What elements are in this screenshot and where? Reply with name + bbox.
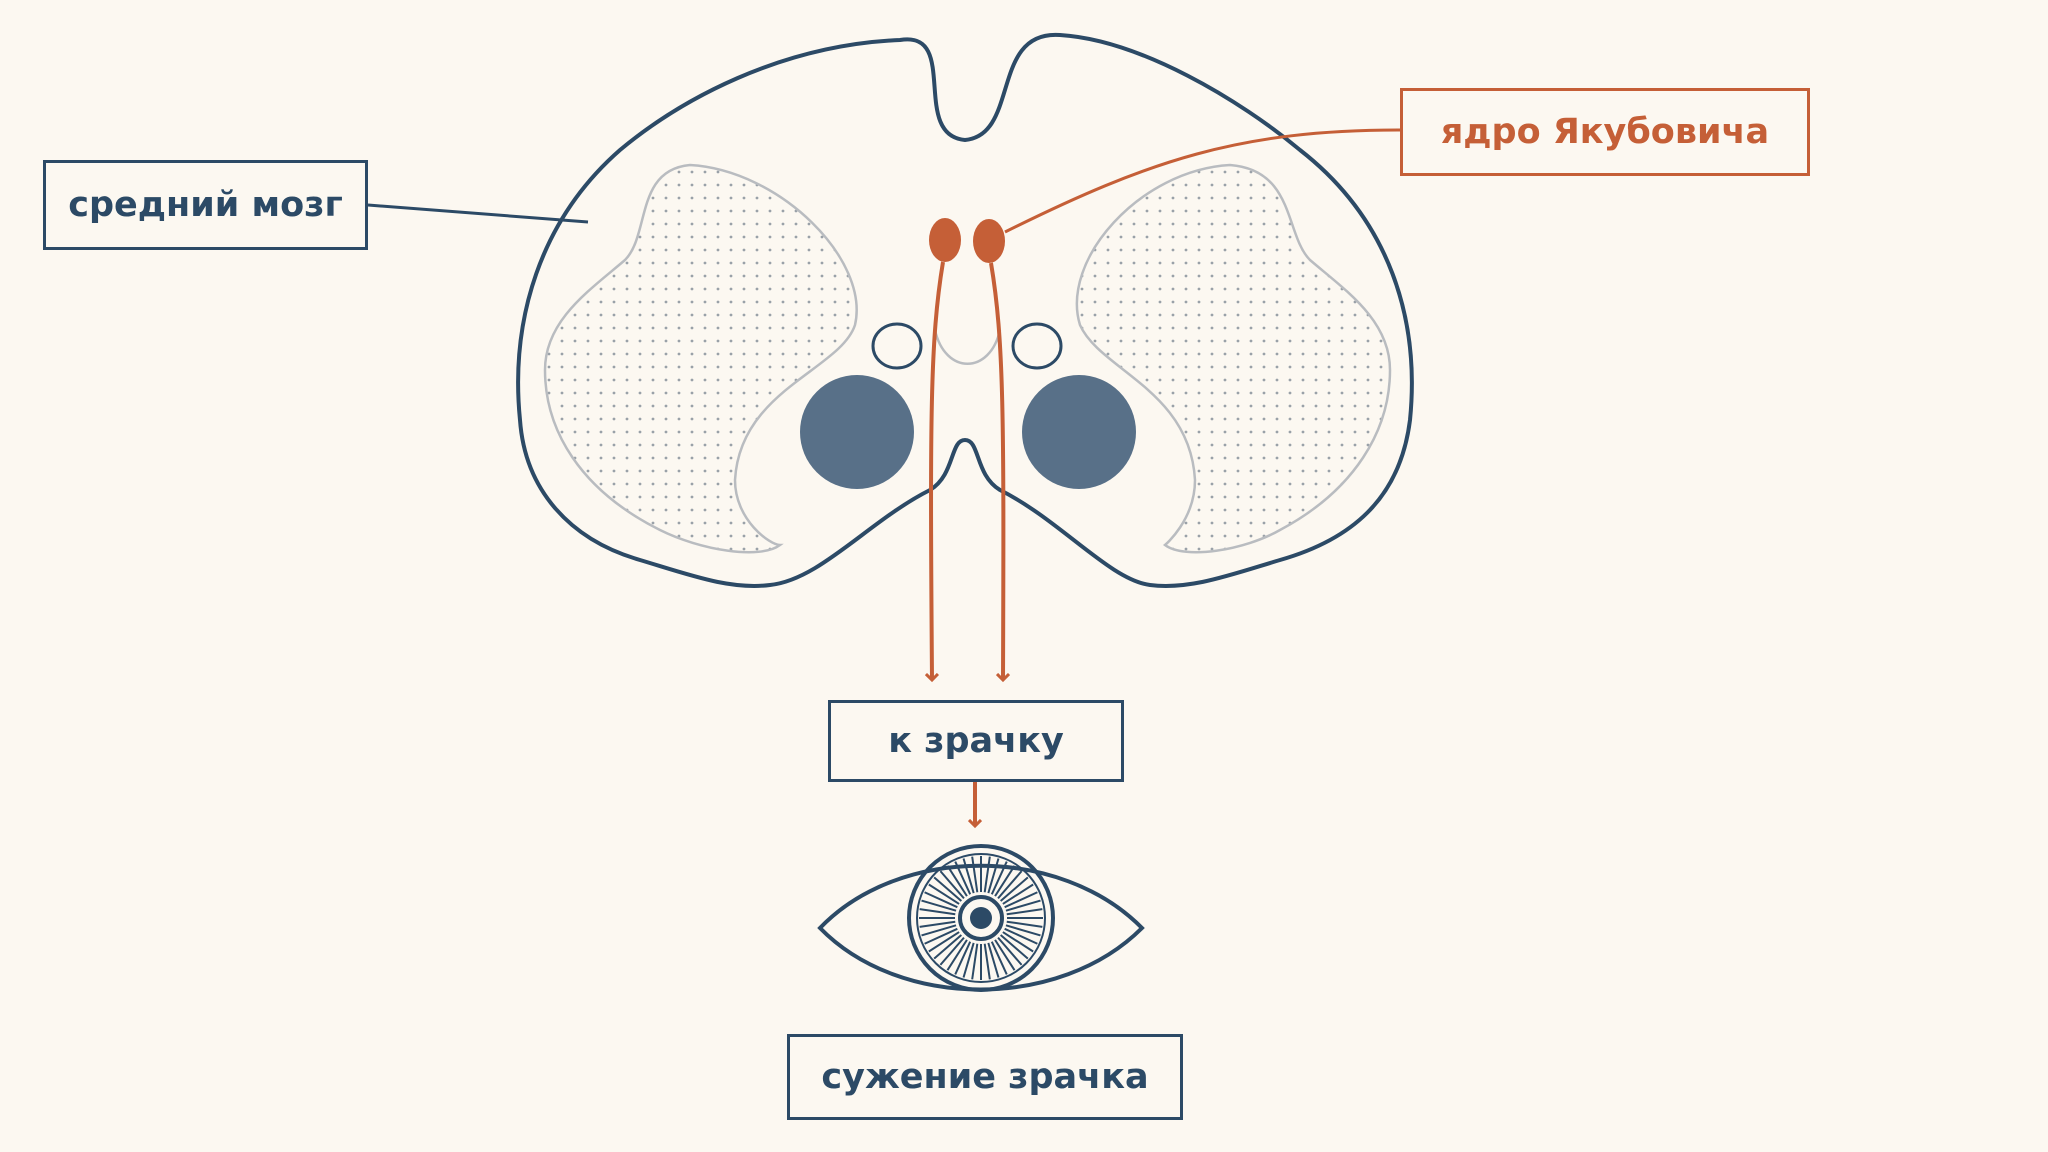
right-small-nucleus	[1011, 322, 1063, 370]
iris-spoke	[954, 941, 972, 975]
iris-spoke	[919, 908, 956, 916]
iris-spoke	[939, 870, 965, 900]
iris-spoke	[987, 858, 1000, 894]
iris-spoke	[983, 856, 991, 893]
iris-spoke	[1005, 924, 1041, 937]
midbrain-leader-line	[367, 203, 589, 224]
iris-spoke	[999, 934, 1029, 960]
pupil-constriction-label: сужение зрачка	[787, 1034, 1183, 1120]
left-small-nucleus	[871, 322, 923, 370]
nucleus-leader-line	[1004, 128, 1401, 234]
midbrain-outline	[516, 32, 1414, 588]
iris-spoke	[921, 899, 957, 912]
aqueduct	[933, 329, 1002, 365]
eye-icon	[817, 844, 1145, 992]
iris-spoke	[1006, 920, 1043, 928]
iris-spoke	[990, 861, 1008, 895]
iris-spoke	[933, 876, 963, 902]
iris-spoke	[971, 856, 979, 893]
iris-spoke	[939, 936, 965, 966]
iris-spoke	[1002, 883, 1034, 905]
right-substantia-region	[1075, 163, 1392, 554]
right-red-nucleus	[1022, 375, 1136, 489]
iris-spoke	[997, 870, 1023, 900]
iris-spoke	[962, 942, 975, 978]
iris-spoke	[983, 943, 991, 980]
iris-spoke	[1002, 931, 1034, 953]
left-red-nucleus	[800, 375, 914, 489]
iris-spoke	[921, 924, 957, 937]
iris-spoke	[946, 939, 968, 971]
yakubovich-nucleus-label: ядро Якубовича	[1400, 88, 1810, 176]
iris-spoke	[954, 861, 972, 895]
iris-spoke	[990, 941, 1008, 975]
right-efferent-fiber	[989, 262, 1003, 680]
iris-spoke	[962, 858, 975, 894]
iris-spoke	[997, 936, 1023, 966]
iris-spoke	[924, 891, 958, 909]
iris-spoke	[1005, 899, 1041, 912]
iris-spoke	[987, 942, 1000, 978]
iris-spoke	[924, 927, 958, 945]
iris-spoke	[994, 939, 1016, 971]
left-yakubovich-nucleus	[929, 218, 961, 262]
midbrain-label: средний мозг	[43, 160, 368, 250]
iris-spoke	[1004, 891, 1038, 909]
to-pupil-label: к зрачку	[828, 700, 1124, 782]
iris-spoke	[928, 931, 960, 953]
iris-spoke	[933, 934, 963, 960]
iris-spoke	[971, 943, 979, 980]
iris-spoke	[946, 865, 968, 897]
iris-spoke	[928, 883, 960, 905]
iris-spoke	[1006, 908, 1043, 916]
right-yakubovich-nucleus	[973, 219, 1005, 263]
iris-spoke	[1004, 927, 1038, 945]
left-substantia-region	[543, 163, 858, 554]
iris-spoke	[919, 920, 956, 928]
left-efferent-fiber	[931, 261, 945, 680]
iris-spoke	[994, 865, 1016, 897]
iris-spoke	[999, 876, 1029, 902]
